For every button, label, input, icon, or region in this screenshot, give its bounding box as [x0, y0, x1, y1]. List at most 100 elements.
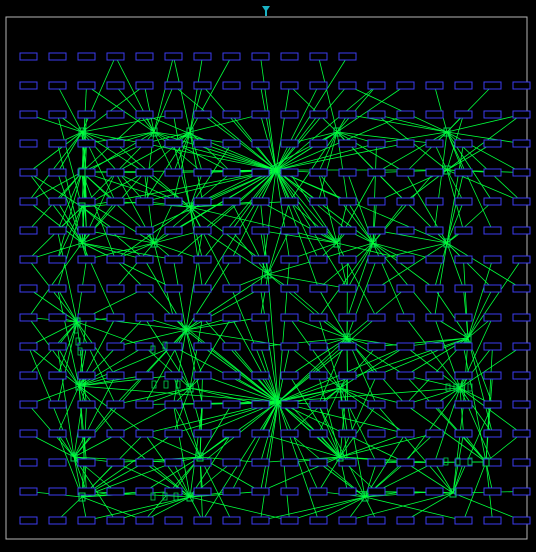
std-cell[interactable] [135, 255, 154, 264]
std-cell[interactable] [338, 429, 357, 438]
std-cell[interactable] [164, 313, 183, 322]
std-cell[interactable] [77, 52, 96, 61]
std-cell[interactable] [222, 371, 241, 380]
net-hub-pin[interactable] [443, 127, 451, 137]
std-cell[interactable] [280, 52, 299, 61]
std-cell[interactable] [135, 139, 154, 148]
std-cell[interactable] [483, 255, 502, 264]
std-cell[interactable] [48, 429, 67, 438]
std-cell[interactable] [367, 400, 386, 409]
std-cell[interactable] [106, 371, 125, 380]
std-cell[interactable] [48, 52, 67, 61]
std-cell[interactable] [106, 110, 125, 119]
std-cell[interactable] [280, 226, 299, 235]
std-cell[interactable] [251, 284, 270, 293]
std-cell[interactable] [309, 255, 328, 264]
std-cell[interactable] [483, 400, 502, 409]
std-cell[interactable] [396, 400, 415, 409]
std-cell[interactable] [367, 197, 386, 206]
std-cell[interactable] [106, 197, 125, 206]
std-cell[interactable] [280, 139, 299, 148]
std-cell[interactable] [483, 81, 502, 90]
std-cell[interactable] [309, 81, 328, 90]
std-cell[interactable] [396, 255, 415, 264]
std-cell[interactable] [396, 284, 415, 293]
std-cell[interactable] [454, 168, 473, 177]
std-cell[interactable] [19, 52, 38, 61]
net-hub-pin[interactable] [274, 397, 282, 407]
std-cell[interactable] [512, 313, 531, 322]
std-cell[interactable] [19, 81, 38, 90]
std-cell[interactable] [483, 458, 502, 467]
net-hub-pin[interactable] [186, 202, 194, 212]
std-cell[interactable] [193, 139, 212, 148]
std-cell[interactable] [135, 226, 154, 235]
std-cell[interactable] [338, 226, 357, 235]
std-cell[interactable] [454, 342, 473, 351]
std-cell[interactable] [338, 168, 357, 177]
std-cell[interactable] [309, 139, 328, 148]
std-cell[interactable] [367, 458, 386, 467]
std-cell[interactable] [483, 429, 502, 438]
std-cell[interactable] [483, 487, 502, 496]
std-cell[interactable] [222, 226, 241, 235]
std-cell[interactable] [512, 458, 531, 467]
pin-marker[interactable] [77, 347, 83, 356]
std-cell[interactable] [367, 284, 386, 293]
std-cell[interactable] [454, 81, 473, 90]
std-cell[interactable] [135, 400, 154, 409]
std-cell[interactable] [396, 429, 415, 438]
std-cell[interactable] [251, 371, 270, 380]
std-cell[interactable] [425, 255, 444, 264]
std-cell[interactable] [367, 487, 386, 496]
std-cell[interactable] [48, 197, 67, 206]
std-cell[interactable] [367, 255, 386, 264]
std-cell[interactable] [454, 255, 473, 264]
net-hub-pin[interactable] [78, 202, 86, 212]
std-cell[interactable] [164, 371, 183, 380]
std-cell[interactable] [251, 168, 270, 177]
std-cell[interactable] [396, 371, 415, 380]
net-hub-pin[interactable] [186, 127, 194, 137]
std-cell[interactable] [48, 371, 67, 380]
net-hub-pin[interactable] [186, 383, 194, 393]
std-cell[interactable] [280, 110, 299, 119]
std-cell[interactable] [164, 342, 183, 351]
std-cell[interactable] [106, 81, 125, 90]
net-hub-pin[interactable] [272, 165, 280, 175]
std-cell[interactable] [164, 429, 183, 438]
std-cell[interactable] [164, 52, 183, 61]
std-cell[interactable] [512, 226, 531, 235]
std-cell[interactable] [512, 139, 531, 148]
std-cell[interactable] [164, 168, 183, 177]
std-cell[interactable] [164, 284, 183, 293]
pin-marker[interactable] [173, 492, 179, 501]
std-cell[interactable] [396, 139, 415, 148]
std-cell[interactable] [48, 168, 67, 177]
net-hub-pin[interactable] [264, 269, 272, 279]
std-cell[interactable] [251, 342, 270, 351]
std-cell[interactable] [251, 110, 270, 119]
std-cell[interactable] [367, 139, 386, 148]
std-cell[interactable] [425, 458, 444, 467]
std-cell[interactable] [512, 197, 531, 206]
std-cell[interactable] [222, 458, 241, 467]
std-cell[interactable] [48, 458, 67, 467]
std-cell[interactable] [338, 487, 357, 496]
std-cell[interactable] [483, 284, 502, 293]
std-cell[interactable] [338, 516, 357, 525]
std-cell[interactable] [251, 255, 270, 264]
std-cell[interactable] [135, 197, 154, 206]
std-cell[interactable] [19, 342, 38, 351]
std-cell[interactable] [164, 487, 183, 496]
std-cell[interactable] [106, 516, 125, 525]
std-cell[interactable] [164, 139, 183, 148]
pin-marker[interactable] [163, 380, 169, 389]
std-cell[interactable] [280, 400, 299, 409]
std-cell[interactable] [338, 371, 357, 380]
std-cell[interactable] [280, 516, 299, 525]
std-cell[interactable] [338, 197, 357, 206]
std-cell[interactable] [222, 52, 241, 61]
std-cell[interactable] [193, 371, 212, 380]
